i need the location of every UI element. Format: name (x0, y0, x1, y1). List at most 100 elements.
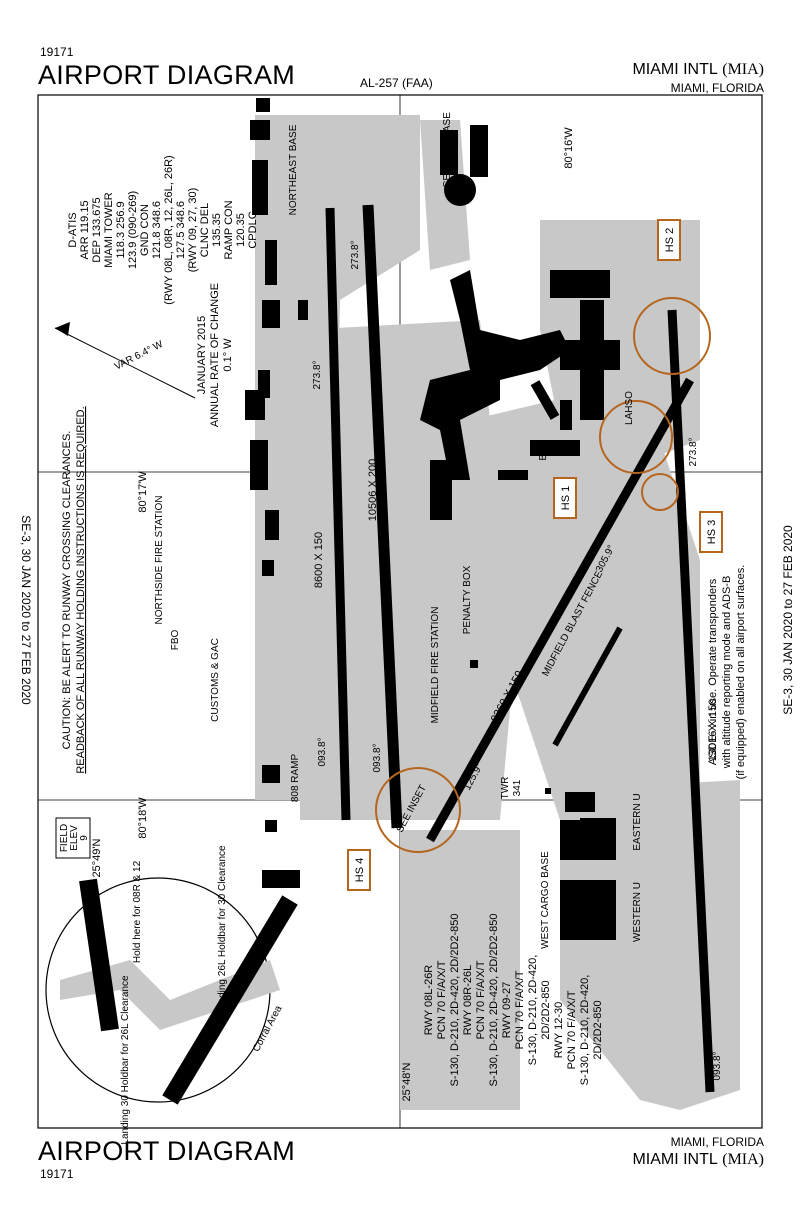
airport-city: MIAMI, FLORIDA (670, 81, 764, 95)
longitude-label: 80°17'W (137, 471, 149, 513)
asde-note: with altitude reporting mode and ADS-B (721, 576, 733, 770)
longitude-label: 80°18'W (137, 797, 149, 839)
runway-heading: 273.8° (312, 360, 323, 389)
airport-code: (MIA) (722, 61, 764, 78)
runway-data-block: RWY 08L-26R PCN 70 F/A/X/T S-130, D-210,… (423, 913, 604, 1086)
rwy-data-line: S-130, D-210, 2D-420, (527, 955, 539, 1066)
cpdlc-badge-box (256, 98, 270, 112)
footer-airport-block: MIAMI, FLORIDA MIAMI INTL (MIA) (632, 1136, 764, 1169)
tower-elev: 341 (512, 779, 523, 796)
variation-text: VAR 6.4° W (113, 339, 165, 373)
rwy-data-line: S-130, D-210, 2D-420, (579, 975, 591, 1086)
runway-heading: 273.8° (688, 437, 699, 466)
eastern-u-label: EASTERN U (632, 793, 643, 850)
ramp-label: 808 RAMP (290, 753, 301, 802)
hotspot-3-label[interactable]: HS 3 (706, 520, 718, 544)
freq-line: CLNC DEL (199, 203, 211, 257)
effective-date-right: SE-3, 30 JAN 2020 to 27 FEB 2020 (781, 525, 795, 715)
freq-line: 120.35 (235, 213, 247, 247)
runway-heading: 093.8° (712, 1051, 723, 1080)
runway-9-27 (667, 309, 715, 1093)
footer-airport-code: (MIA) (722, 1151, 764, 1168)
chart-id: 19171 (40, 45, 74, 59)
freq-line: MIAMI TOWER (103, 192, 115, 267)
rwy-data-line: 2D/2D2-850 (540, 980, 552, 1039)
footer-airport-name: MIAMI INTL (632, 1151, 718, 1168)
hotspot-2-circle (633, 297, 711, 375)
buildings (245, 120, 620, 940)
freq-line: 123.9 (090-269) (127, 191, 139, 269)
runways (325, 204, 715, 1093)
chart-title: AIRPORT DIAGRAM (38, 60, 296, 90)
tower-label: TWR (500, 777, 511, 800)
runway-heading: 273.8° (350, 240, 361, 269)
freq-line: DEP 133.675 (91, 197, 103, 262)
rwy-data-line: S-130, D-210, 2D-420, 2D/2D2-850 (449, 913, 461, 1086)
longitude-label: 80°16'W (563, 127, 575, 169)
rwy-data-line: S-130, D-210, 2D-420, 2D/2D2-850 (488, 913, 500, 1086)
inset-runway-8r (79, 878, 119, 1032)
airport-block: MIAMI INTL (MIA) MIAMI, FLORIDA (632, 61, 764, 95)
runway-dims: 13016 X 150 (707, 699, 719, 761)
hotspot-boxes: HS 1 HS 2 HS 3 HS 4 (347, 219, 723, 891)
asde-note: (if equipped) enabled on all airport sur… (735, 565, 747, 780)
hotspot-1-circle (599, 400, 673, 474)
freq-line: 118.3 256.9 (115, 201, 127, 258)
rwy-data-line: PCN 70 F/A/X/T (514, 970, 526, 1049)
freq-line: (RWY 09, 27, 30) (187, 188, 199, 273)
hotspot-4-label[interactable]: HS 4 (354, 858, 366, 882)
west-cargo-label: WEST CARGO BASE (540, 851, 551, 949)
rwy-data-line: PCN 70 F/A/X/T (436, 960, 448, 1039)
hotspot-2-label[interactable]: HS 2 (664, 228, 676, 252)
variation-line (54, 327, 196, 399)
terminal (420, 270, 570, 480)
inset-hold-note: Hold here for 08R & 12 (132, 860, 143, 963)
freq-line: ARR 119.15 (79, 200, 91, 259)
hotspot-3-circle (641, 473, 679, 511)
fbo-label: FBO (170, 630, 181, 651)
field-elev-label: FIELD (59, 824, 70, 852)
rwy-data-title: RWY 08L-26R (423, 965, 435, 1036)
rwy-data-title: RWY 08R-26L (462, 965, 474, 1036)
hotspot-circles (375, 297, 711, 853)
rwy-data-title: RWY 12-30 (553, 1002, 565, 1058)
runway-8r-26l (362, 204, 403, 829)
lahso-label: LAHSO (624, 391, 635, 425)
freq-line: (RWY 08L, 08R, 12, 26L, 26R) (163, 155, 175, 304)
latitude-label: 25°48'N (401, 1062, 413, 1101)
hotspot-1-label[interactable]: HS 1 (560, 486, 572, 510)
field-elev-label: ELEV (69, 825, 80, 851)
runway-8l-26r (325, 207, 351, 821)
freq-line: RAMP CON (223, 200, 235, 259)
freq-line: GND CON (139, 204, 151, 256)
cpdlc-badge: D (258, 101, 269, 108)
freq-line: 127.5 348.6 (175, 201, 187, 259)
rwy-data-line: PCN 70 F/A/X/T (566, 990, 578, 1069)
field-elev-box (55, 817, 91, 859)
inset-runway-12 (162, 895, 298, 1105)
northside-fire-label: NORTHSIDE FIRE STATION (154, 496, 165, 625)
northeast-base-label: NORTHEAST BASE (288, 124, 299, 215)
midfield-blast-fence (552, 626, 623, 747)
variation-label: ANNUAL RATE OF CHANGE (209, 283, 221, 427)
effective-date-left: SE-3, 30 JAN 2020 to 27 FEB 2020 (19, 515, 33, 705)
footer-city: MIAMI, FLORIDA (670, 1135, 764, 1149)
rwy-data-title: RWY 09-27 (501, 982, 513, 1038)
caution-note: CAUTION: BE ALERT TO RUNWAY CROSSING CLE… (61, 431, 73, 750)
inset-landing-30: Landing 30 Holdbar for 26L Clearance (120, 975, 131, 1145)
freq-line: 135.35 (211, 213, 223, 247)
western-u-label: WESTERN U (632, 882, 643, 942)
footer-title: AIRPORT DIAGRAM (38, 1136, 296, 1166)
variation-rate: 0.1° W (222, 338, 234, 372)
asde-note: ASDE-X in use. Operate transponders (707, 578, 719, 765)
freq-line: D-ATIS (67, 212, 79, 247)
inset: Hold here for 08R & 12 Landing 26L Holdb… (45, 845, 298, 1145)
hotspot-4-circle (375, 767, 461, 853)
latitude-label: 25°49'N (91, 838, 103, 877)
freq-line: 121.8 348.6 (151, 201, 163, 259)
runway-dims: 10506 X 200 (367, 459, 379, 521)
footer-chart-id: 19171 (40, 1167, 74, 1181)
frequency-block: D-ATIS ARR 119.15 DEP 133.675 MIAMI TOWE… (67, 155, 259, 304)
procedure-number: AL-257 (FAA) (360, 76, 433, 90)
